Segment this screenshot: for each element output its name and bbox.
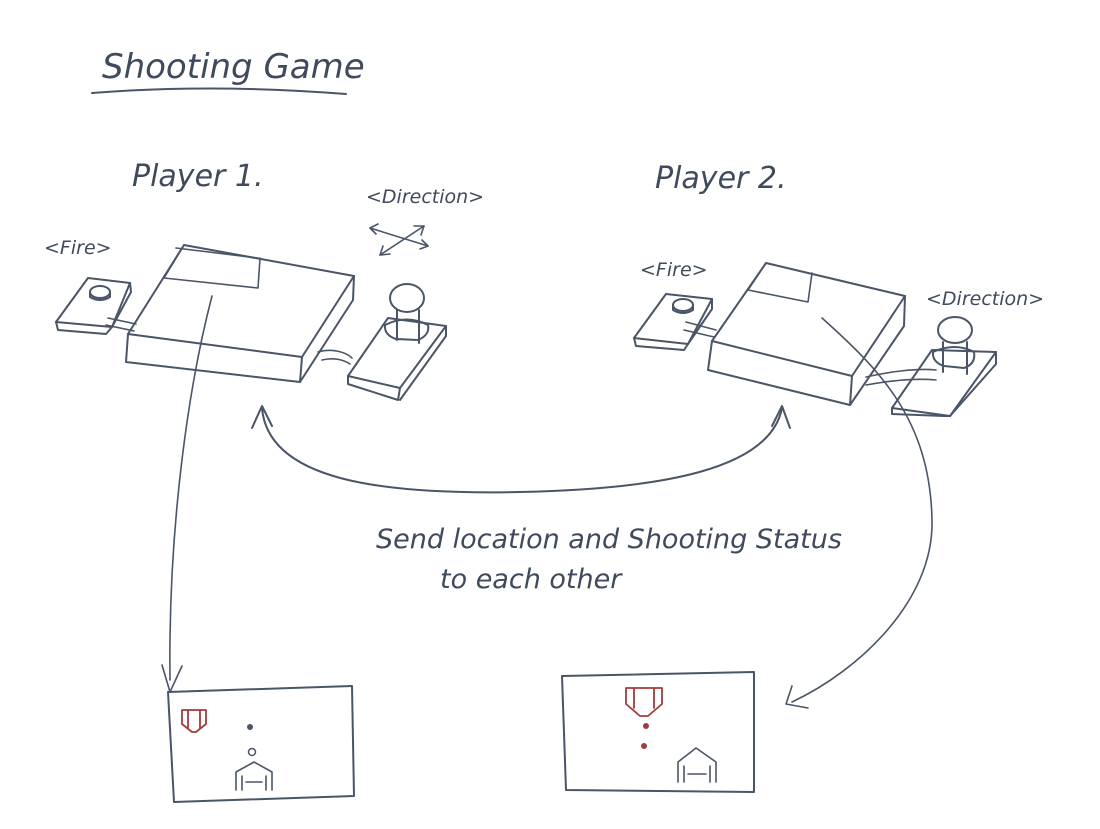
player2-screen (561, 671, 755, 793)
player1-screen (167, 685, 355, 803)
caption-line2: to each other (440, 564, 623, 595)
player2-joystick-cable (865, 368, 937, 386)
communication-arrow (251, 405, 791, 494)
player2-screen-link (791, 317, 933, 703)
player2-board (707, 262, 906, 406)
direction-arrows-icon (369, 223, 429, 256)
player1-direction-label: <Direction> (366, 186, 484, 208)
player2-fire-button (633, 293, 713, 351)
player1-screen-link-head (161, 664, 183, 693)
bullet (247, 747, 257, 757)
bullet (247, 724, 253, 730)
player1-joystick-cable (317, 349, 353, 365)
player-ship-icon (677, 747, 717, 783)
player2-fire-label: <Fire> (640, 259, 708, 281)
player2-screen-link-head (785, 685, 809, 709)
bullet (641, 743, 647, 749)
title-underline (91, 87, 347, 95)
enemy-ship-icon (625, 687, 663, 717)
title: Shooting Game (102, 47, 365, 87)
bullet (643, 723, 649, 729)
player1-joystick (347, 283, 447, 401)
player-ship-icon (235, 761, 273, 791)
player2-joystick (891, 316, 997, 417)
player1-screen-link (169, 295, 213, 681)
caption-line1: Send location and Shooting Status (376, 524, 842, 555)
player1-fire-label: <Fire> (44, 237, 112, 259)
player2-label: Player 2. (655, 161, 787, 196)
enemy-ship-icon (181, 709, 207, 733)
player2-direction-label: <Direction> (926, 288, 1044, 310)
player1-board (125, 244, 355, 383)
player1-fire-cable (105, 317, 137, 332)
player1-label: Player 1. (132, 159, 264, 194)
player1-fire-button (55, 277, 132, 335)
player2-fire-cable (683, 321, 717, 338)
